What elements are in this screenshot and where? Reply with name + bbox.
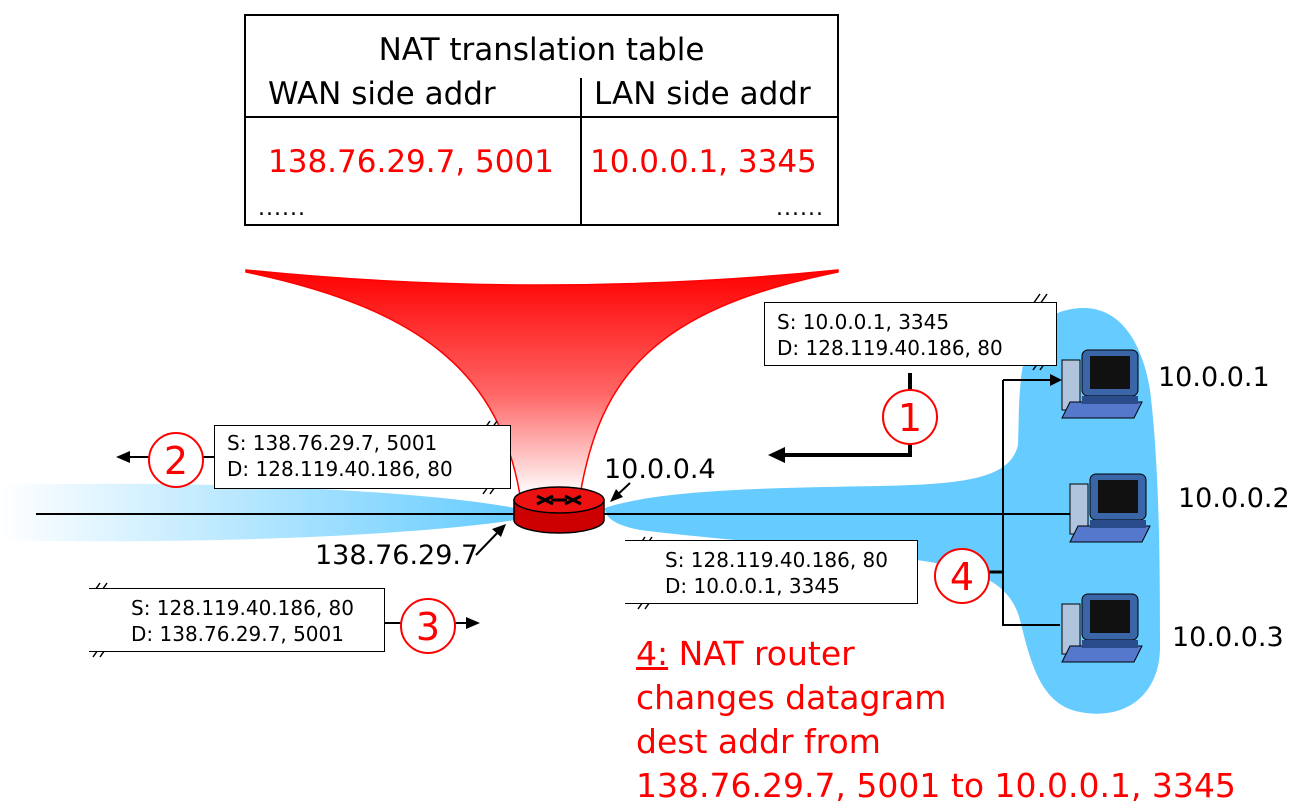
packet-4-source: S: 128.119.40.186, 80 <box>665 548 888 572</box>
svg-text:4: 4 <box>950 555 974 599</box>
packet-4: S: 128.119.40.186, 80 D: 10.0.0.1, 3345 <box>625 540 918 604</box>
table-divider <box>246 116 837 118</box>
translation-funnel <box>245 269 839 496</box>
host-computer-icon <box>1061 349 1143 419</box>
step-4-circle: 4 <box>934 548 990 604</box>
packet-1-dest: D: 128.119.40.186, 80 <box>777 336 1003 360</box>
packet-2-source: S: 138.76.29.7, 5001 <box>227 431 438 455</box>
svg-text:3: 3 <box>416 605 440 649</box>
table-cell-wan: 138.76.29.7, 5001 <box>268 144 554 180</box>
router-wan-ip-label: 138.76.29.7 <box>315 540 479 571</box>
host-2-ip-label: 10.0.0.2 <box>1178 483 1290 514</box>
table-ellipsis-right: ...... <box>776 196 824 221</box>
svg-text:1: 1 <box>898 396 922 440</box>
table-ellipsis-left: ...... <box>258 196 306 221</box>
caption-line-1: NAT router <box>668 634 855 673</box>
table-column-divider <box>580 78 582 224</box>
step-4-caption: 4: NAT router changes datagram dest addr… <box>636 632 1236 808</box>
packet-3-dest: D: 138.76.29.7, 5001 <box>131 622 344 646</box>
table-cell-lan: 10.0.0.1, 3345 <box>590 144 817 180</box>
caption-line-4: 138.76.29.7, 5001 to 10.0.0.1, 3345 <box>636 766 1236 805</box>
router-lan-ip-label: 10.0.0.4 <box>604 454 716 485</box>
nat-router-icon <box>513 486 605 534</box>
caption-line-3: dest addr from <box>636 722 881 761</box>
packet-3-source: S: 128.119.40.186, 80 <box>131 596 354 620</box>
wan-cloud <box>0 483 515 542</box>
host-3-ip-label: 10.0.0.3 <box>1172 622 1284 653</box>
step-3-circle: 3 <box>400 598 456 654</box>
packet-1: S: 10.0.0.1, 3345 D: 128.119.40.186, 80 <box>764 302 1057 366</box>
column-header-wan: WAN side addr <box>268 76 496 112</box>
packet-2: S: 138.76.29.7, 5001 D: 128.119.40.186, … <box>214 425 511 489</box>
host-1-ip-label: 10.0.0.1 <box>1158 362 1270 393</box>
caption-line-2: changes datagram <box>636 678 947 717</box>
packet-4-dest: D: 10.0.0.1, 3345 <box>665 574 840 598</box>
lan-cloud <box>605 308 1160 714</box>
table-title: NAT translation table <box>378 32 705 68</box>
host-computer-icon <box>1069 473 1151 543</box>
packet-1-source: S: 10.0.0.1, 3345 <box>777 310 950 334</box>
host-computer-icon <box>1061 593 1143 663</box>
nat-translation-table: NAT translation table WAN side addr LAN … <box>244 14 839 226</box>
caption-step-number: 4: <box>636 634 669 673</box>
packet-2-dest: D: 128.119.40.186, 80 <box>227 457 453 481</box>
svg-text:2: 2 <box>164 439 188 483</box>
step-2-circle: 2 <box>148 432 204 488</box>
column-header-lan: LAN side addr <box>594 76 811 112</box>
packet-3: S: 128.119.40.186, 80 D: 138.76.29.7, 50… <box>89 588 385 652</box>
step-1-circle: 1 <box>882 389 938 445</box>
